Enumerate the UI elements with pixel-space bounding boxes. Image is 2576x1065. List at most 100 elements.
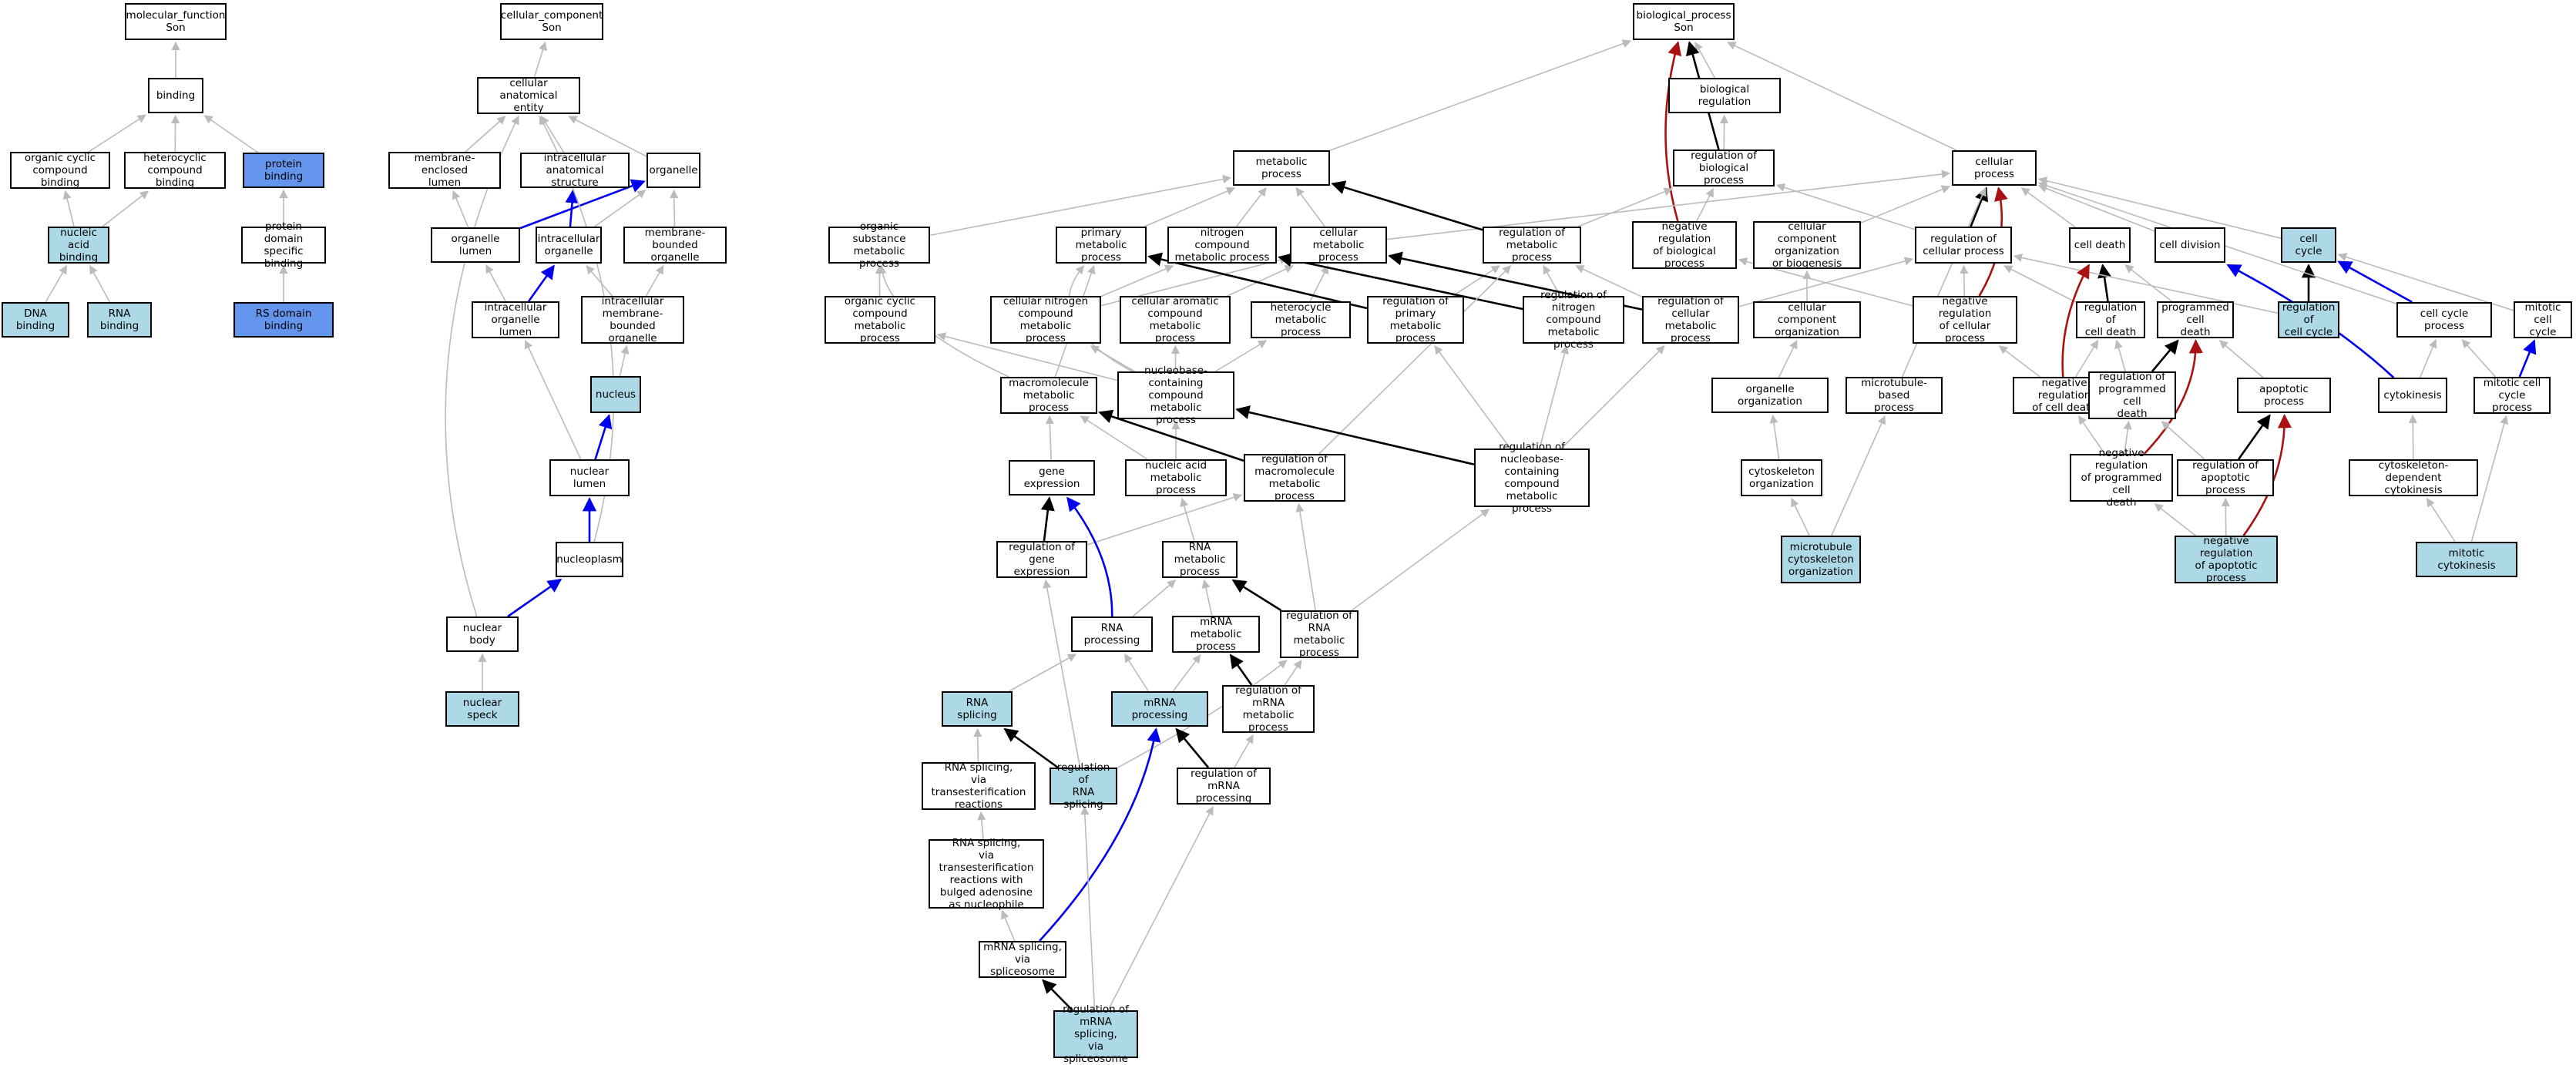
go-term-node-binding[interactable]: binding [148,78,203,113]
go-term-node-rnbcmp[interactable]: regulation of nucleobase-containing comp… [1474,449,1590,507]
go-term-node-cae[interactable]: cellular anatomical entity [477,77,580,114]
go-term-node-rcp[interactable]: regulation of cellular process [1915,227,2012,264]
go-term-node-ns[interactable]: nuclear speck [445,691,519,727]
go-term-node-rmp[interactable]: regulation of metabolic process [1483,227,1581,264]
go-term-node-org[interactable]: organelle [647,153,700,188]
go-term-node-io[interactable]: intracellular organelle [536,227,602,264]
go-term-node-ccob[interactable]: cellular component organization or bioge… [1753,221,1861,269]
go-term-node-cdiv[interactable]: cell division [2155,227,2225,263]
go-term-node-ccp[interactable]: cell cycle process [2396,302,2492,338]
go-term-node-nrap[interactable]: negative regulation of apoptotic process [2175,536,2278,583]
go-term-node-rnas[interactable]: RNA splicing [942,691,1013,727]
go-term-node-breg[interactable]: biological regulation [1668,78,1781,113]
go-term-node-mel[interactable]: membrane-enclosed lumen [388,152,501,189]
go-term-node-pcd[interactable]: programmed cell death [2157,301,2234,338]
go-term-node-ap[interactable]: apoptotic process [2237,378,2331,413]
go-term-node-nl[interactable]: nuclear lumen [549,459,630,496]
go-term-node-nrbp[interactable]: negative regulation of biological proces… [1632,221,1737,269]
go-term-node-dnab[interactable]: DNA binding [2,302,69,338]
go-term-node-mp[interactable]: metabolic process [1233,150,1330,186]
go-term-node-rge[interactable]: regulation of gene expression [996,541,1087,578]
go-term-node-nb[interactable]: nuclear body [446,616,519,652]
go-term-node-rrnamp[interactable]: regulation of RNA metabolic process [1280,610,1359,658]
go-term-node-ccyc[interactable]: cell cycle [2281,227,2336,263]
go-term-node-nccmp[interactable]: nucleobase-containing compound metabolic… [1117,371,1234,419]
go-term-node-occmp[interactable]: organic cyclic compound metabolic proces… [825,296,935,344]
edge-is-a-nrap-to-nrpcd [2155,504,2196,536]
go-term-node-ck[interactable]: cytokinesis [2378,378,2447,413]
go-term-node-mcc[interactable]: mitotic cell cycle [2514,301,2572,338]
go-term-node-mf[interactable]: molecular_function Son [125,3,227,40]
go-term-node-cncmp[interactable]: cellular nitrogen compound metabolic pro… [990,296,1101,344]
go-term-node-cc[interactable]: cellular_component Son [500,3,603,40]
go-term-node-rrnas[interactable]: regulation of RNA splicing [1050,768,1117,805]
go-term-node-rpmp[interactable]: regulation of primary metabolic process [1367,296,1464,344]
go-term-node-nucleus[interactable]: nucleus [590,376,641,413]
go-term-node-rmrnap[interactable]: regulation of mRNA processing [1177,768,1271,805]
go-term-node-rnap[interactable]: RNA processing [1071,616,1153,652]
go-term-node-cdck[interactable]: cytoskeleton-dependent cytokinesis [2349,459,2478,496]
go-term-node-nrpcd[interactable]: negative regulation of programmed cell d… [2070,454,2173,502]
go-term-node-pb[interactable]: protein binding [243,153,324,188]
go-term-node-rstrb[interactable]: RNA splicing, via transesterification re… [929,839,1044,909]
go-term-node-mtco[interactable]: microtubule cytoskeleton organization [1781,536,1861,583]
go-term-node-rnab[interactable]: RNA binding [87,302,152,338]
go-term-node-cp[interactable]: cellular process [1952,150,2037,186]
go-term-node-oo[interactable]: organelle organization [1711,378,1829,413]
go-term-node-mrnap[interactable]: mRNA processing [1111,691,1208,727]
go-term-node-hmp[interactable]: heterocycle metabolic process [1251,301,1351,338]
go-term-node-namp[interactable]: nucleic acid metabolic process [1125,459,1227,496]
go-term-node-rap[interactable]: regulation of apoptotic process [2177,459,2274,496]
go-term-node-cco[interactable]: cellular component organization [1753,301,1861,338]
go-term-node-iol[interactable]: intracellular organelle lumen [472,301,559,338]
go-term-node-rmss[interactable]: regulation of mRNA splicing, via spliceo… [1053,1010,1138,1058]
go-term-node-mck[interactable]: mitotic cytokinesis [2416,542,2517,577]
go-term-node-rcc[interactable]: regulation of cell cycle [2278,301,2339,338]
go-term-node-pdsb[interactable]: protein domain specific binding [241,227,326,264]
go-term-node-mbo[interactable]: membrane-bounded organelle [623,227,727,264]
go-term-node-rsdb[interactable]: RS domain binding [233,302,334,338]
go-term-node-cko[interactable]: cytoskeleton organization [1741,459,1822,496]
go-term-node-ias[interactable]: intracellular anatomical structure [520,153,630,188]
edge-is-a-io-to-org [595,190,646,227]
go-term-node-rncmp[interactable]: regulation of nitrogen compound metaboli… [1523,296,1624,344]
go-term-node-cmp[interactable]: cellular metabolic process [1290,227,1387,264]
go-term-node-bp[interactable]: biological_process Son [1633,3,1735,40]
go-term-node-mrnamp[interactable]: mRNA metabolic process [1172,616,1260,653]
go-term-node-mss[interactable]: mRNA splicing, via spliceosome [979,941,1066,978]
go-term-node-nab[interactable]: nucleic acid binding [48,227,109,264]
go-term-node-mbp[interactable]: microtubule-based process [1846,377,1943,414]
go-term-node-rnamp[interactable]: RNA metabolic process [1162,541,1238,578]
edge-regulates-rrnamp-to-rnamp [1233,580,1281,610]
go-term-node-rmrnamp[interactable]: regulation of mRNA metabolic process [1222,685,1315,733]
go-term-node-rcd[interactable]: regulation of cell death [2076,301,2145,338]
go-term-node-cacmp[interactable]: cellular aromatic compound metabolic pro… [1120,296,1231,344]
go-term-node-hcb[interactable]: heterocyclic compound binding [124,152,226,189]
edge-is-a-mck-to-cdck [2427,499,2455,542]
edge-is-a-ccob-to-cp [1861,186,1950,223]
go-term-node-rstr[interactable]: RNA splicing, via transesterification re… [922,762,1036,810]
go-term-node-rpcd[interactable]: regulation of programmed cell death [2088,371,2176,419]
edge-is-a-rge-to-rmmp [1087,495,1241,545]
edge-is-a-oo-to-cco [1778,341,1797,378]
go-term-node-mccp[interactable]: mitotic cell cycle process [2474,377,2551,414]
go-term-node-rmmp[interactable]: regulation of macromolecule metabolic pr… [1244,454,1345,502]
go-term-node-ol[interactable]: organelle lumen [431,227,520,263]
edge-regulates-rap-to-ap [2238,415,2269,459]
go-term-node-osmp[interactable]: organic substance metabolic process [828,227,930,264]
edge-part-of-mccp-to-mcc [2520,341,2534,377]
edge-is-a-mel-to-cae [465,116,505,152]
go-term-node-imbo[interactable]: intracellular membrane-bounded organelle [581,296,684,344]
go-term-node-cd[interactable]: cell death [2069,227,2131,263]
go-term-node-mmp[interactable]: macromolecule metabolic process [1000,377,1097,414]
go-term-node-nrcp[interactable]: negative regulation of cellular process [1913,296,2017,344]
go-term-node-ncmp[interactable]: nitrogen compound metabolic process [1167,227,1277,264]
edge-regulates-rge-to-ge [1044,498,1050,541]
go-term-node-np[interactable]: nucleoplasm [556,542,623,577]
edge-is-a-rnbcmp-to-rcmp [1561,346,1664,449]
go-term-node-rcmp[interactable]: regulation of cellular metabolic process [1642,296,1739,344]
go-term-node-occb[interactable]: organic cyclic compound binding [10,152,110,189]
go-term-node-pmp[interactable]: primary metabolic process [1056,227,1147,264]
go-term-node-ge[interactable]: gene expression [1009,460,1095,496]
go-term-node-rbp[interactable]: regulation of biological process [1673,150,1775,186]
